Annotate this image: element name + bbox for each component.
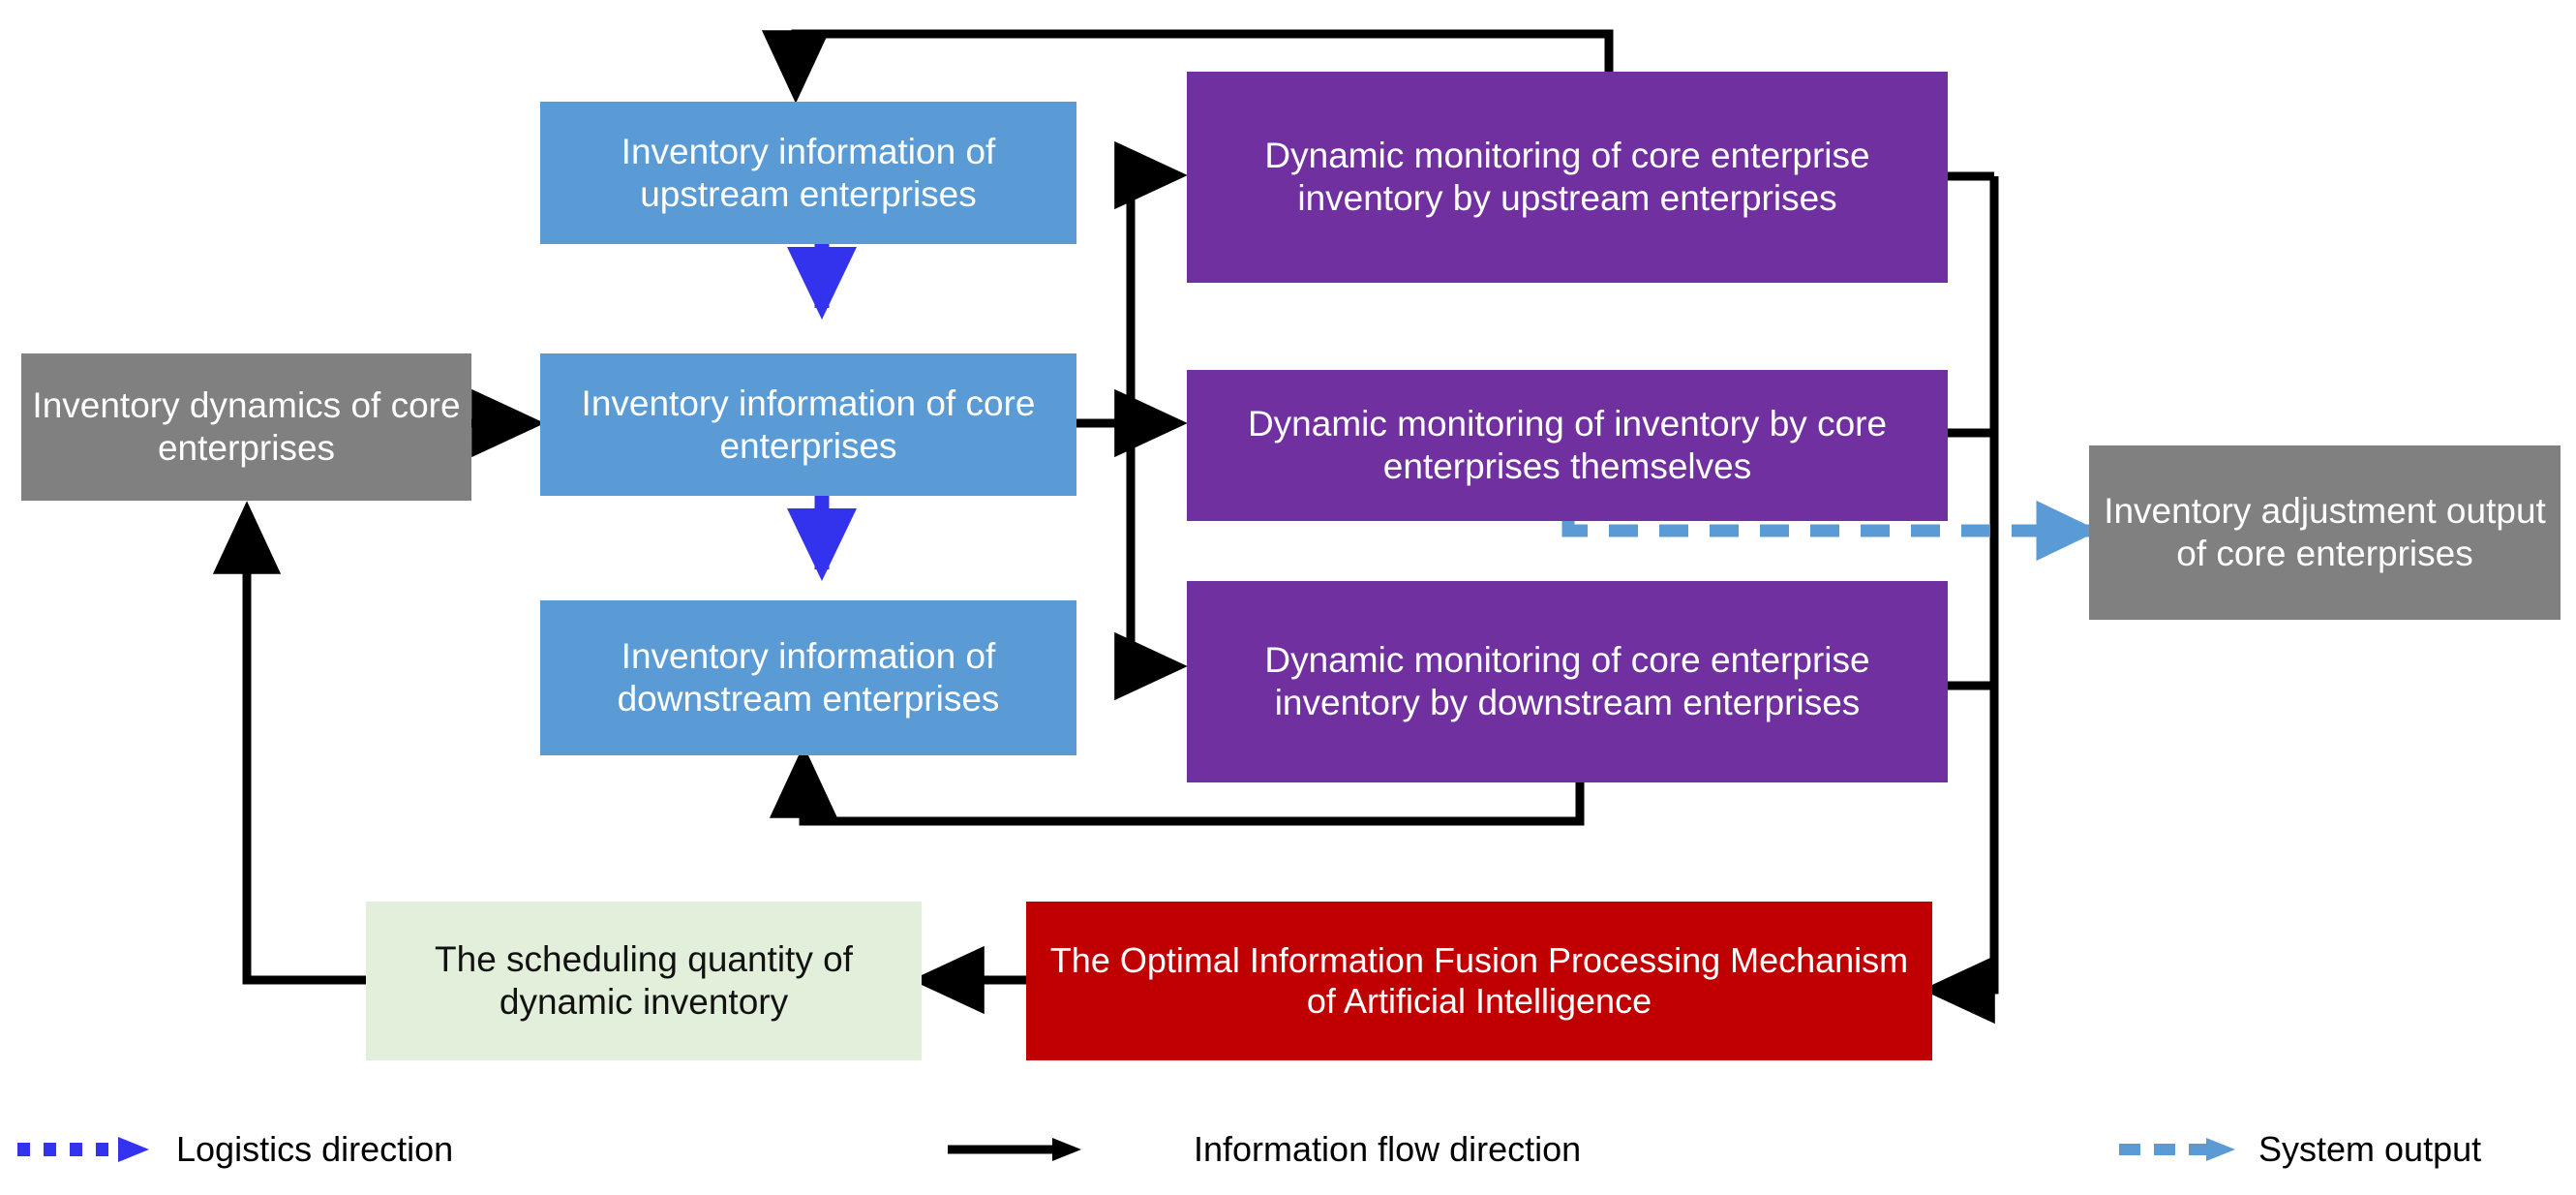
node-inventory-dynamics[interactable]: Inventory dynamics of core enterprises <box>21 353 471 501</box>
legend-system-output: System output <box>2115 1129 2481 1170</box>
node-monitor-downstream-label: Dynamic monitoring of core enterprise in… <box>1264 640 1870 722</box>
node-monitor-core-label: Dynamic monitoring of inventory by core … <box>1247 404 1888 486</box>
node-inventory-dynamics-label: Inventory dynamics of core enterprises <box>32 385 461 468</box>
solid-arrow-icon <box>944 1133 1089 1166</box>
arrow-core-to-monitors <box>1076 140 1188 701</box>
node-info-upstream-label: Inventory information of upstream enterp… <box>621 131 996 214</box>
node-info-upstream[interactable]: Inventory information of upstream enterp… <box>540 102 1076 244</box>
node-info-downstream-label: Inventory information of downstream ente… <box>617 636 1000 719</box>
node-monitor-upstream[interactable]: Dynamic monitoring of core enterprise in… <box>1187 72 1948 283</box>
node-fusion-mechanism-label: The Optimal Information Fusion Processin… <box>1049 939 1909 1021</box>
node-scheduling-quantity[interactable]: The scheduling quantity of dynamic inven… <box>366 902 922 1060</box>
legend-information-flow: Information flow direction <box>944 1129 1581 1170</box>
node-info-core[interactable]: Inventory information of core enterprise… <box>540 353 1076 496</box>
dashed-arrow-icon <box>2115 1133 2241 1166</box>
arrow-scheduling-to-dynamics <box>212 501 366 985</box>
node-monitor-core[interactable]: Dynamic monitoring of inventory by core … <box>1187 370 1948 521</box>
node-monitor-downstream[interactable]: Dynamic monitoring of core enterprise in… <box>1187 581 1948 782</box>
legend-system-output-label: System output <box>2258 1129 2482 1169</box>
dotted-arrow-icon <box>14 1133 159 1166</box>
node-adjustment-output[interactable]: Inventory adjustment output of core ente… <box>2089 445 2561 620</box>
node-info-downstream[interactable]: Inventory information of downstream ente… <box>540 600 1076 755</box>
node-info-core-label: Inventory information of core enterprise… <box>581 383 1036 466</box>
legend-logistics: Logistics direction <box>14 1129 453 1170</box>
arrow-system-output <box>1561 500 2100 562</box>
legend-logistics-label: Logistics direction <box>176 1129 454 1169</box>
node-fusion-mechanism[interactable]: The Optimal Information Fusion Processin… <box>1026 902 1932 1060</box>
node-adjustment-output-label: Inventory adjustment output of core ente… <box>2104 491 2546 573</box>
node-monitor-upstream-label: Dynamic monitoring of core enterprise in… <box>1264 136 1870 218</box>
node-scheduling-quantity-label: The scheduling quantity of dynamic inven… <box>435 939 853 1022</box>
legend-information-flow-label: Information flow direction <box>1194 1129 1582 1169</box>
